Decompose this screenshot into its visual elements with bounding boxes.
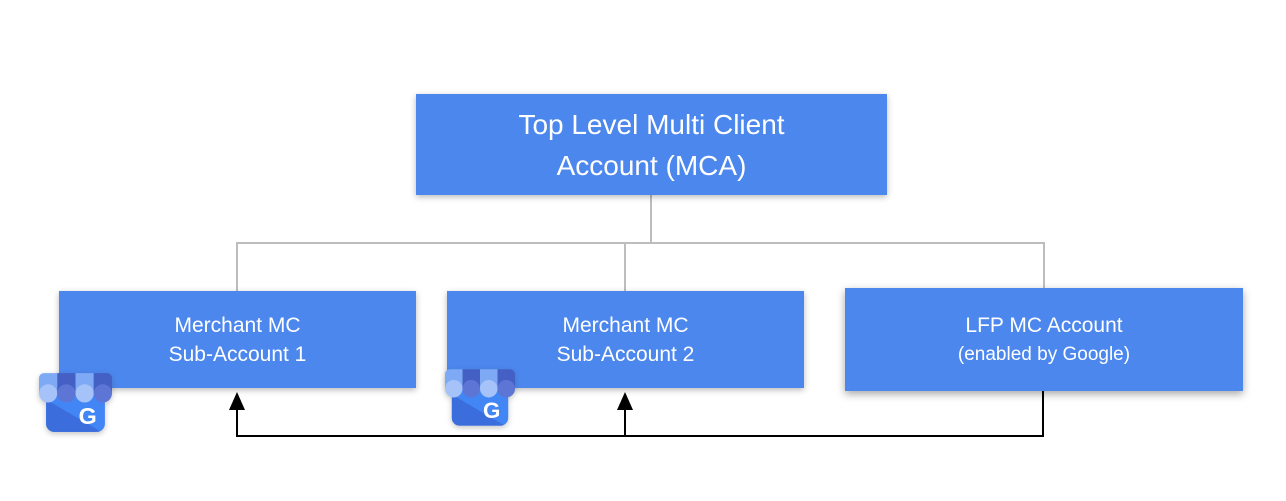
node-sub2-label-line2: Sub-Account 2 — [556, 342, 695, 366]
node-lfp-label-line2: (enabled by Google) — [957, 343, 1131, 365]
node-mca-label-line2: Account (MCA) — [556, 149, 747, 181]
node-sub1-label-line2: Sub-Account 1 — [168, 342, 307, 366]
flow-line-up-sub1 — [236, 406, 238, 436]
node-mca-label-line1: Top Level Multi Client — [518, 108, 785, 140]
node-lfp-mc-account: LFP MC Account (enabled by Google) — [845, 288, 1243, 391]
flow-line-horizontal — [236, 435, 1044, 437]
connector-drop-lfp — [1043, 242, 1045, 289]
connector-drop-sub1 — [236, 242, 238, 292]
flow-line-lfp-down — [1042, 388, 1044, 437]
connector-drop-sub2 — [624, 242, 626, 292]
google-my-business-icon: G — [445, 365, 515, 428]
arrowhead-up-sub2 — [617, 392, 633, 410]
google-g-letter: G — [79, 403, 97, 429]
node-sub1-label-line1: Merchant MC — [174, 313, 301, 337]
arrowhead-up-sub1 — [229, 392, 245, 410]
flow-line-up-sub2 — [624, 406, 626, 436]
node-top-level-mca: Top Level Multi Client Account (MCA) — [416, 94, 887, 195]
node-lfp-label-line1: LFP MC Account — [965, 313, 1123, 337]
connector-stem-mca — [650, 195, 652, 243]
node-merchant-sub-account-1: Merchant MC Sub-Account 1 — [59, 291, 416, 388]
connector-horizontal-bar — [236, 242, 1045, 244]
google-g-letter: G — [483, 398, 500, 423]
node-sub2-label-line1: Merchant MC — [562, 313, 689, 337]
google-my-business-icon: G — [39, 369, 112, 434]
